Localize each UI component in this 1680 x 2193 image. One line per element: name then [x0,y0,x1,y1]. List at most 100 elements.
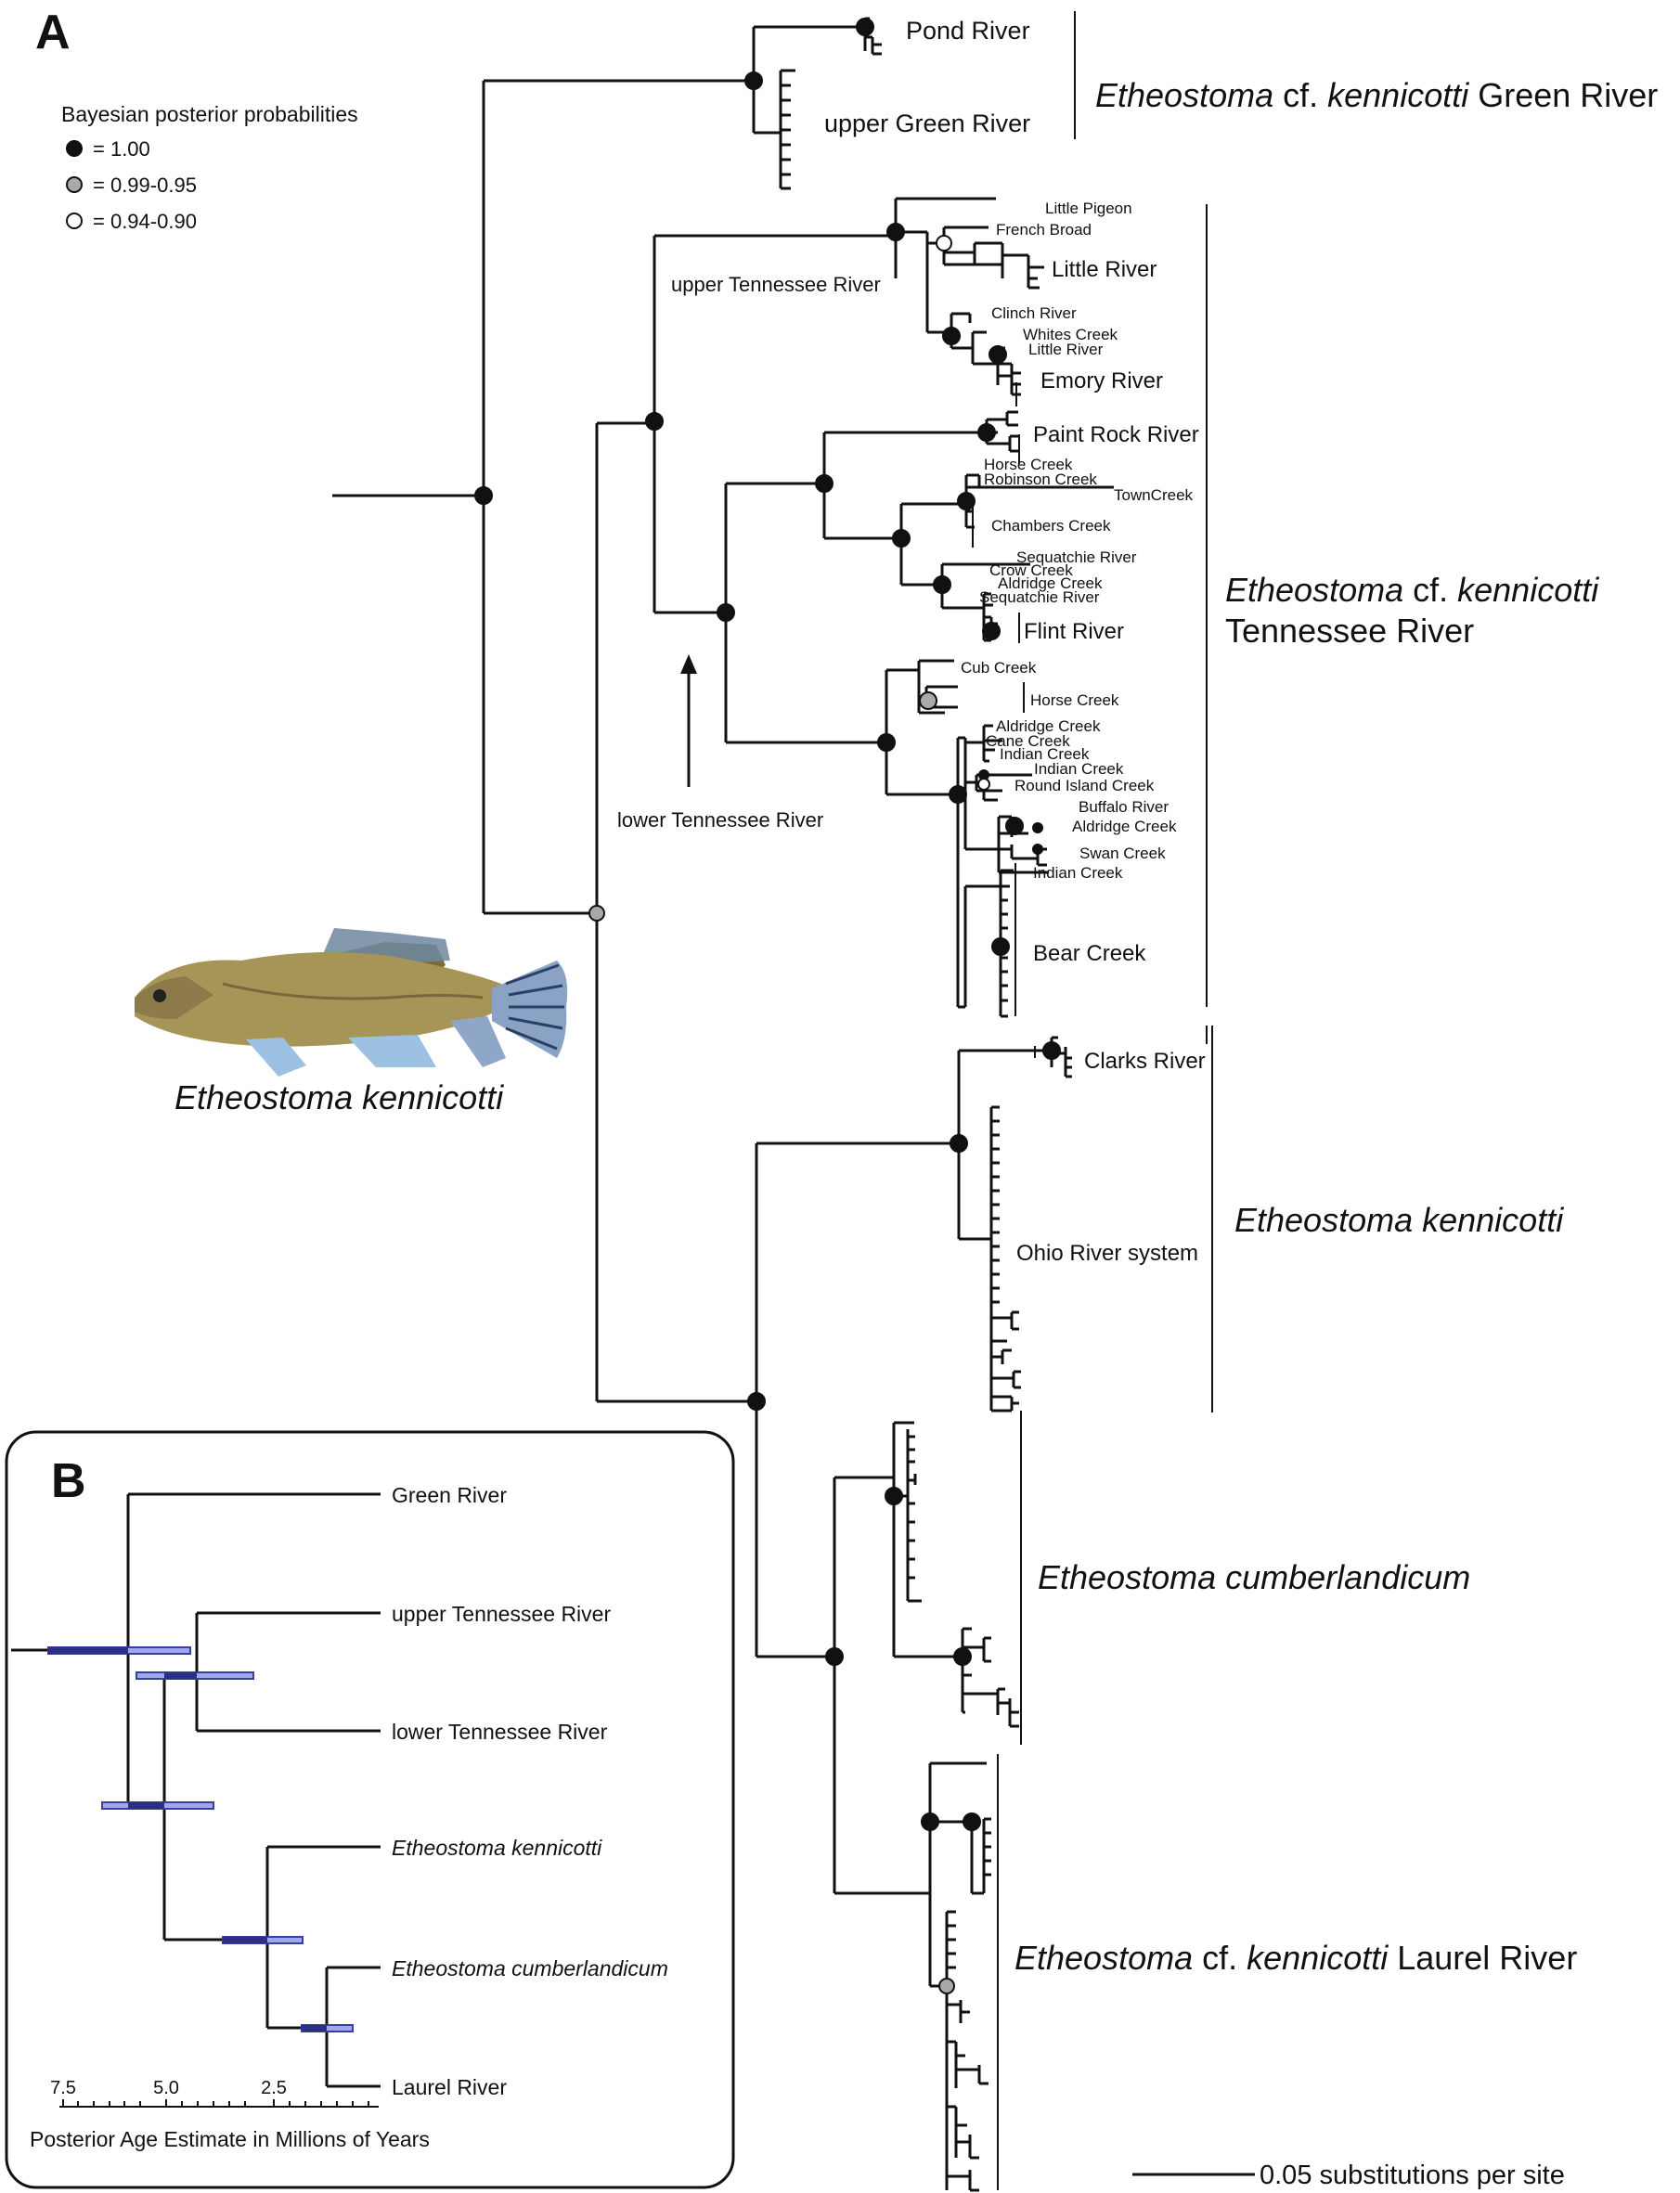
posterior-legend: Bayesian posterior probabilities = 1.00 … [61,102,358,233]
label-cub: Cub Creek [961,659,1037,677]
node-paint-rock [977,423,996,442]
clade-labels: Etheostoma cf. kennicotti Green River Et… [1014,76,1658,1977]
node-bear [991,937,1010,956]
subclade-labels: Pond River upper Green River upper Tenne… [617,17,1206,1266]
label-cane: Cane Creek [986,732,1070,750]
b-tip-lower-tn: lower Tennessee River [392,1720,608,1744]
legend-label-1: = 1.00 [93,137,150,161]
support-nodes [474,18,1061,1994]
label-ohio: Ohio River system [1016,1241,1198,1266]
node-indian-white [977,778,990,791]
b-tip-cumberlandicum: Etheostoma cumberlandicum [392,1956,668,1980]
node-cum-sub [953,1647,972,1666]
legend-dot-2 [66,176,83,193]
node-tn [645,412,664,431]
b-tip-upper-tn: upper Tennessee River [392,1602,611,1626]
axis-title: Posterior Age Estimate in Millions of Ye… [30,2127,430,2151]
label-little-river: Little River [1052,257,1157,282]
node-lower-c [877,733,896,752]
node-cumberlandicum [885,1487,903,1505]
node-ken-cum-laurel [747,1392,766,1411]
node-emory [989,345,1007,364]
lower-tn-arrow [680,654,697,787]
clade-tennessee-line1: Etheostoma cf. kennicotti [1225,571,1599,609]
label-sequatchie-1: Sequatchie River [1016,548,1137,566]
label-paint-rock: Paint Rock River [1033,422,1199,447]
label-emory: Emory River [1040,368,1163,393]
panel-b-letter: B [51,1454,86,1508]
clade-green-river: Etheostoma cf. kennicotti Green River [1095,76,1658,114]
node-root [474,486,493,505]
label-crow: Crow Creek [989,561,1073,579]
label-horse-2: Horse Creek [1030,691,1119,709]
clade-cumberlandicum: Etheostoma cumberlandicum [1038,1558,1470,1596]
label-lower-tn: lower Tennessee River [617,808,823,832]
clade-laurel: Etheostoma cf. kennicotti Laurel River [1014,1939,1577,1977]
node-pond [856,18,874,36]
label-robinson: Robinson Creek [984,471,1097,488]
label-bear: Bear Creek [1033,941,1146,966]
legend-label-3: = 0.94-0.90 [93,210,197,233]
node-aldridge-cane [949,785,967,804]
axis-tick-5-0: 5.0 [153,2078,179,2098]
label-aldridge-3: Aldridge Creek [1072,818,1177,835]
node-clinch [942,327,961,345]
node-clarks [1042,1041,1061,1060]
axis-tick-7-5: 7.5 [50,2078,76,2098]
label-indian-3: Indian Creek [1033,864,1123,882]
label-upper-tn: upper Tennessee River [671,273,881,296]
node-lower-b [892,529,911,548]
label-chambers: Chambers Creek [991,517,1111,535]
panel-b: B [5,1430,735,2189]
label-round-island: Round Island Creek [1014,777,1155,794]
label-little-pigeon: Little Pigeon [1045,200,1132,217]
label-horse-1: Horse Creek [984,456,1073,473]
legend-title: Bayesian posterior probabilities [61,102,358,126]
label-pond-river: Pond River [906,17,1030,45]
label-buffalo: Buffalo River [1079,798,1169,816]
clade-brackets [972,11,1213,2190]
label-aldridge-1: Aldridge Creek [998,574,1103,592]
fish-illustration [135,928,568,1077]
scale-bar: 0.05 substitutions per site [1132,2161,1565,2190]
clade-tennessee-line2: Tennessee River [1225,612,1474,650]
label-swan: Swan Creek [1079,845,1166,862]
node-lower-a [815,474,834,493]
clade-kennicotti: Etheostoma kennicotti [1234,1201,1564,1239]
node-cum-laurel [825,1647,844,1666]
fish-caption: Etheostoma kennicotti [174,1078,504,1116]
b-tip-laurel: Laurel River [392,2075,507,2099]
node-swan [1032,844,1043,855]
node-laurel [921,1812,939,1831]
label-sequatchie-2: Sequatchie River [979,588,1100,606]
node-laurel-gray [938,1978,955,1994]
legend-dot-3 [66,213,83,229]
panel-a-letter: A [35,6,71,59]
node-green [744,71,763,90]
node-laurel-sub [963,1812,981,1831]
scale-bar-label: 0.05 substitutions per site [1260,2161,1565,2190]
label-town: TownCreek [1114,486,1194,504]
node-kennicotti [950,1134,968,1153]
label-french-broad: French Broad [996,221,1092,239]
label-flint: Flint River [1024,619,1124,644]
node-chambers [957,492,976,510]
label-indian-2: Indian Creek [1034,760,1124,778]
label-whites: Whites Creek [1023,326,1118,343]
axis-tick-2-5: 2.5 [261,2078,287,2098]
b-tip-green-river: Green River [392,1483,507,1507]
node-upper-tn [886,223,905,241]
label-upper-green: upper Green River [824,110,1030,137]
node-sequatchie [933,575,951,594]
node-cub [919,691,937,710]
node-aldridge3 [1032,822,1043,833]
node-lower-tn [717,603,735,622]
b-tip-kennicotti: Etheostoma kennicotti [392,1836,602,1860]
hpd-bars [47,1646,354,2032]
legend-label-2: = 0.99-0.95 [93,174,197,197]
label-clarks: Clarks River [1084,1049,1206,1074]
node-a2 [588,905,605,922]
node-flint [982,622,1001,640]
phylogeny-tree-a [332,17,1114,2192]
